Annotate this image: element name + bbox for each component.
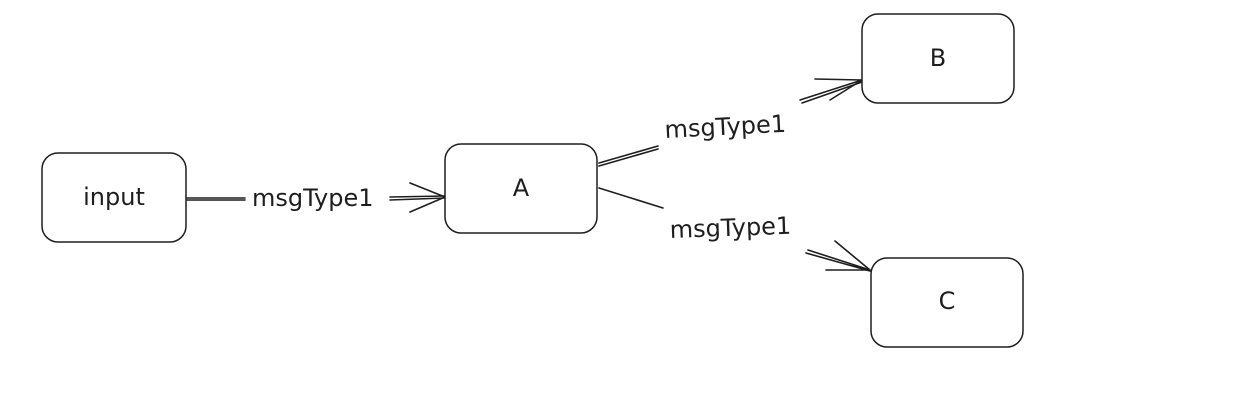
node-b[interactable]: B bbox=[861, 13, 1015, 104]
arrowhead-icon bbox=[814, 78, 863, 101]
edge-label-a-to-c: msgType1 bbox=[669, 212, 791, 244]
edge-label-a-to-b: msgType1 bbox=[664, 110, 787, 144]
node-c[interactable]: C bbox=[870, 257, 1024, 348]
node-input[interactable]: input bbox=[41, 152, 187, 243]
edge-a-to-c[interactable] bbox=[598, 187, 871, 272]
node-label: C bbox=[939, 287, 956, 315]
node-label: B bbox=[930, 44, 946, 72]
node-label: input bbox=[83, 183, 145, 211]
node-a[interactable]: A bbox=[444, 143, 598, 234]
edge-input-to-a[interactable] bbox=[186, 182, 446, 213]
edge-label-input-to-a: msgType1 bbox=[252, 184, 374, 212]
node-label: A bbox=[513, 174, 530, 202]
arrowhead-icon bbox=[409, 182, 446, 213]
edge-a-to-b[interactable] bbox=[598, 78, 863, 167]
arrowhead-icon bbox=[825, 240, 871, 271]
